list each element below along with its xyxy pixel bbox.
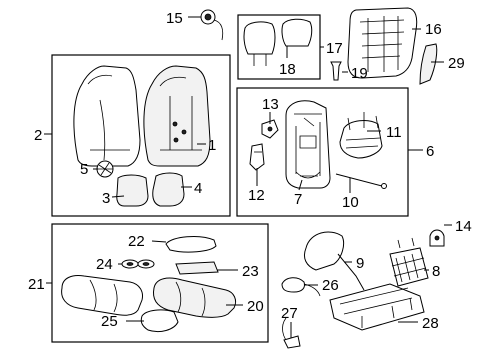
headrest-left	[243, 21, 276, 66]
knob-15	[200, 9, 224, 41]
callout-26: 26	[322, 277, 339, 294]
callout-4: 4	[194, 180, 202, 197]
lumbar-support-11	[339, 112, 383, 159]
callout-16: 16	[425, 21, 442, 38]
heater-23	[175, 261, 219, 275]
seat-back-frame	[285, 100, 331, 189]
side-panel-left	[116, 174, 149, 207]
speaker-grille	[96, 160, 114, 178]
callout-19: 19	[351, 65, 368, 82]
callout-23: 23	[242, 263, 259, 280]
harness-26	[281, 277, 321, 297]
callout-7: 7	[294, 191, 302, 208]
seat-back-panel-16	[347, 7, 418, 79]
cable-27	[282, 317, 301, 349]
fastener-dot	[172, 121, 178, 127]
callout-15: 15	[166, 10, 183, 27]
leader-lines	[44, 16, 452, 338]
callout-1: 1	[208, 137, 216, 154]
headrest-right	[281, 18, 313, 47]
callout-11: 11	[386, 124, 402, 141]
pad-24	[121, 259, 155, 269]
callout-27: 27	[281, 305, 298, 322]
side-bolster-9	[303, 231, 365, 291]
callout-24: 24	[96, 256, 113, 273]
callout-29: 29	[448, 55, 465, 72]
callout-10: 10	[342, 194, 359, 211]
seat-frame-back-8	[389, 237, 429, 287]
seat-back-cover-group-box	[51, 54, 231, 217]
rod-10	[335, 173, 387, 189]
callout-17: 17	[326, 40, 343, 57]
callout-5: 5	[80, 161, 88, 178]
callout-9: 9	[356, 255, 364, 272]
callout-3: 3	[102, 190, 110, 207]
callout-22: 22	[128, 233, 145, 250]
seat-back-cover-front	[143, 65, 211, 167]
callout-25: 25	[101, 313, 118, 330]
leader-22	[151, 240, 167, 243]
bolster-25	[140, 309, 179, 333]
fastener-dot	[173, 137, 179, 143]
callout-21: 21	[28, 276, 45, 293]
cushion-cover-right-20	[153, 277, 237, 318]
side-panel-right	[152, 172, 185, 207]
fastener-dot	[181, 129, 187, 135]
seat-back-cover-rear	[73, 65, 141, 167]
callout-12: 12	[248, 187, 265, 204]
leader-7	[298, 179, 303, 191]
cushion-cover-left	[61, 275, 143, 316]
clip-14	[429, 229, 445, 247]
trim-strip-29	[419, 43, 438, 85]
callout-6: 6	[426, 143, 434, 160]
seat-back-frame-group-box	[236, 87, 409, 217]
cushion-pad-22	[165, 236, 217, 253]
latch-12	[249, 143, 265, 171]
callout-8: 8	[432, 263, 440, 280]
callout-20: 20	[247, 298, 264, 315]
seat-track-28	[329, 283, 425, 331]
leader-3	[111, 195, 125, 198]
callout-14: 14	[455, 218, 472, 235]
callout-18: 18	[279, 61, 296, 78]
callout-2: 2	[34, 127, 42, 144]
callout-13: 13	[262, 96, 279, 113]
clip-19	[330, 61, 342, 81]
callout-28: 28	[422, 315, 439, 332]
bracket-13	[261, 119, 279, 139]
